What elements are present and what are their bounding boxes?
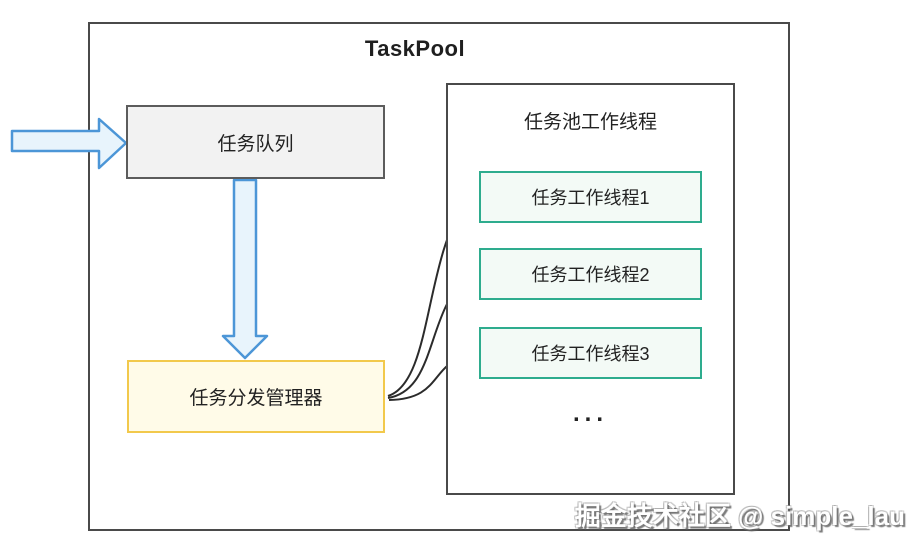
task-dispatch-manager-box: 任务分发管理器 [127, 360, 385, 433]
task-queue-label: 任务队列 [217, 133, 294, 155]
worker-thread-2-label: 任务工作线程2 [531, 265, 650, 285]
task-dispatch-manager-label: 任务分发管理器 [189, 388, 323, 409]
taskpool-outer-box [88, 22, 790, 531]
worker-pool-title: 任务池工作线程 [523, 112, 657, 133]
worker-pool-ellipsis: ... [572, 400, 608, 427]
worker-thread-1-label: 任务工作线程1 [531, 188, 650, 208]
diagram-title: TaskPool [364, 36, 466, 61]
worker-pool-panel: 任务池工作线程 任务工作线程1 任务工作线程2 任务工作线程3 ... [446, 83, 735, 495]
task-queue-box: 任务队列 [126, 105, 385, 179]
worker-thread-1-box: 任务工作线程1 [479, 171, 702, 223]
worker-thread-3-box: 任务工作线程3 [479, 327, 702, 379]
watermark-text: 掘金技术社区 @ simple_lau [574, 501, 905, 531]
worker-thread-3-label: 任务工作线程3 [531, 344, 650, 364]
worker-thread-2-box: 任务工作线程2 [479, 248, 702, 300]
